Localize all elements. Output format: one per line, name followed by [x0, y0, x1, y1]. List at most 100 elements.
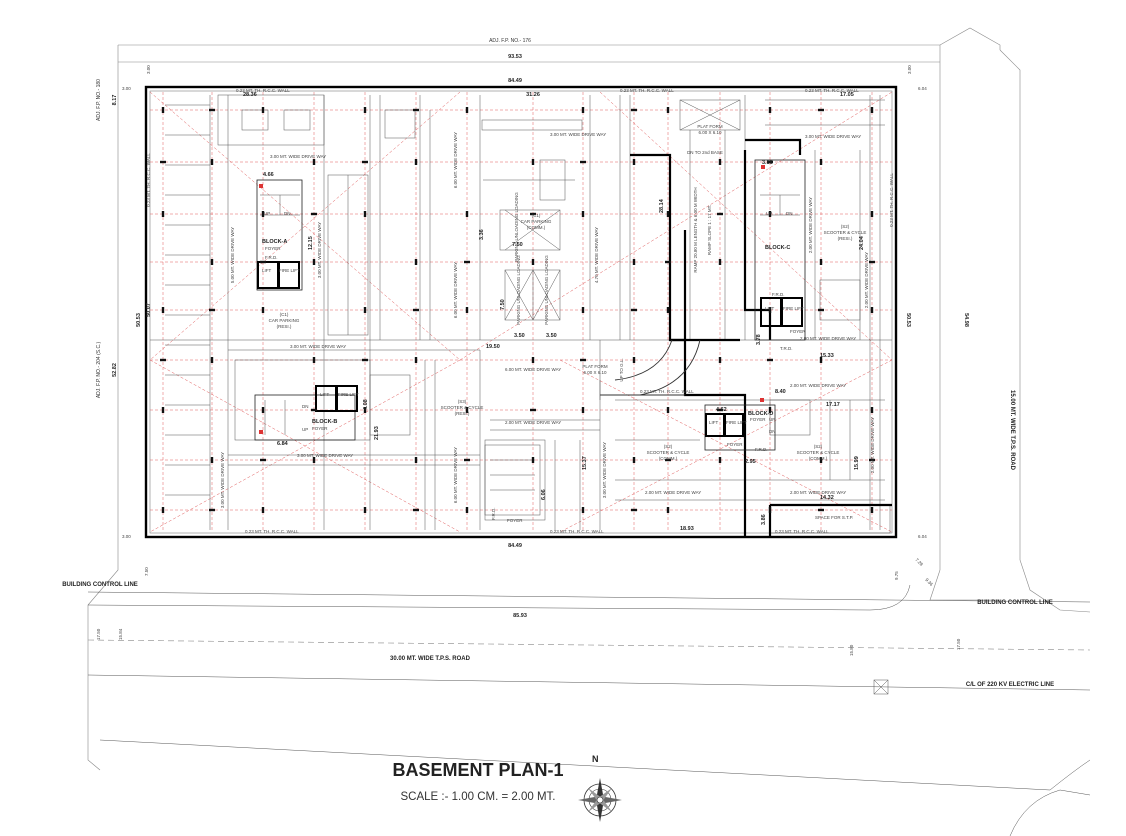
car-parking-comm-label: CAR PARKING [521, 219, 552, 224]
dim-3-50-b: 3.50 [546, 333, 557, 339]
ramp-dn-label: DN TO 2nd BASE [687, 150, 723, 155]
platform-mid-size: 6.00 X 6.10 [583, 370, 607, 375]
north-arrow-icon [578, 778, 622, 822]
column-68 [666, 107, 670, 113]
column-31 [362, 358, 368, 362]
block-d-up: UP [769, 417, 775, 422]
column-30 [363, 307, 367, 313]
block-b-foyer: FOYER [312, 426, 328, 431]
block-a-foyer: FOYER [265, 246, 281, 251]
car-parking-c1: (C1) [280, 312, 289, 317]
dim-18-93: 18.93 [680, 526, 694, 532]
drive-2m-c: 2.00 MT. WIDE DRIVE WAY [645, 490, 701, 495]
column-4 [160, 358, 166, 362]
column-23 [312, 259, 316, 265]
car-parking-comm: (C1) [532, 213, 541, 218]
scooter-s3-label: SCOOTER & CYCLE [441, 405, 484, 410]
dim-1584: 15.84 [118, 628, 123, 640]
block-d-frd: F.R.D. [755, 447, 768, 452]
drive-6m-h: 6.00 MT. WIDE DRIVE WAY [505, 367, 561, 372]
loading-zone-2: PARKING UNLOADING LOADING [544, 255, 549, 325]
column-75 [718, 159, 722, 165]
column-80 [718, 457, 722, 463]
column-17 [261, 307, 265, 313]
column-37 [413, 308, 419, 312]
dim-728: 7.28 [914, 557, 924, 567]
block-d-core [704, 398, 776, 451]
column-81 [768, 107, 772, 113]
road-right-label: 15.00 MT. WIDE T.P.S. ROAD [1009, 390, 1015, 471]
dim-24-04: 24.04 [859, 235, 865, 250]
column-44 [465, 307, 469, 313]
column-22 [311, 212, 317, 216]
block-d-foyer: FOYER [750, 417, 766, 422]
dim-300-d: 3.00 [122, 534, 131, 539]
block-b-up: UP [302, 427, 308, 432]
column-1 [160, 160, 166, 164]
dim-4-08: 4.08 [363, 399, 369, 410]
column-49 [530, 212, 536, 216]
dim-1580: 15.80 [849, 644, 854, 656]
dim-19-50: 19.50 [486, 344, 500, 350]
block-c-trd: T.R.D. [780, 346, 793, 351]
wall-bottom-right: 0.23 MT. TH. R.C.C. WALL [775, 529, 829, 534]
column-43 [464, 260, 470, 264]
block-b-label: BLOCK-B [312, 419, 337, 425]
column-18 [261, 407, 265, 413]
block-b-dn: DN [302, 404, 309, 409]
block-c-core [754, 159, 806, 341]
column-58 [580, 358, 586, 362]
column-79 [717, 408, 723, 412]
column-83 [768, 211, 772, 217]
block-d-fire-lift: FIRE LIFT [726, 420, 747, 425]
dim-604-b: 6.04 [918, 534, 927, 539]
loading-zone-1: PARKING UNLOADING LOADING [516, 255, 521, 325]
electric-line-label: C/L OF 220 KV ELECTRIC LINE [966, 682, 1054, 688]
column-92 [819, 357, 823, 363]
column-48 [531, 159, 535, 165]
dim-3-86-b: 3.86 [762, 160, 773, 166]
road-30m [87, 584, 1091, 836]
drive-2m-v1: 2.00 MT. WIDE DRIVE WAY [808, 197, 813, 253]
column-85 [767, 358, 773, 362]
platform-top: PLAT FORM [697, 124, 723, 129]
dim-3-78: 3.78 [756, 334, 762, 345]
column-32 [363, 407, 367, 413]
north-label: N [592, 754, 599, 764]
block-a-frd: F.R.D. [265, 255, 278, 260]
drive-2m-v2: 2.00 MT. WIDE DRIVE WAY [864, 252, 869, 308]
column-51 [531, 357, 535, 363]
dim-936: 9.36 [924, 577, 934, 587]
column-40 [413, 508, 419, 512]
loading-zone-3: PARKING UNLOADING LOADING [514, 192, 519, 262]
column-97 [869, 260, 875, 264]
platform-top-size: 6.00 X 6.10 [698, 130, 722, 135]
column-67 [631, 508, 637, 512]
basement-outline [144, 85, 898, 539]
drive-2m-b: 2.00 MT. WIDE DRIVE WAY [790, 383, 846, 388]
dim-17-05: 17.05 [840, 92, 854, 98]
column-64 [631, 308, 637, 312]
block-c-up: UP [766, 211, 772, 216]
dim-3-50-a: 3.50 [514, 333, 525, 339]
drive-3m-v1: 3.00 MT. WIDE DRIVE WAY [220, 452, 225, 508]
column-36 [414, 259, 418, 265]
dim-15-33: 15.33 [820, 353, 834, 359]
drive-3m-e: 3.00 MT. WIDE DRIVE WAY [297, 453, 353, 458]
column-71 [666, 307, 670, 313]
ramp-slope-label: RAMP SLOPE 1 : 17 MT. [707, 205, 712, 255]
column-76 [717, 212, 723, 216]
scooter-s2b-type: (RESI.) [838, 236, 853, 241]
wall-bottom-left: 0.23 MT. TH. R.C.C. WALL [245, 529, 299, 534]
column-14 [261, 107, 265, 113]
scooter-s2a: (S2) [664, 444, 673, 449]
column-90 [819, 259, 823, 265]
dim-14-32: 14.32 [820, 495, 834, 501]
column-87 [768, 507, 772, 513]
column-9 [210, 259, 214, 265]
ramp-foyer: FOYER [507, 518, 523, 523]
dim-right-depth: 54.98 [963, 313, 969, 327]
column-20 [261, 507, 265, 513]
column-19 [260, 458, 266, 462]
dim-right-inner: 50.53 [905, 313, 911, 327]
